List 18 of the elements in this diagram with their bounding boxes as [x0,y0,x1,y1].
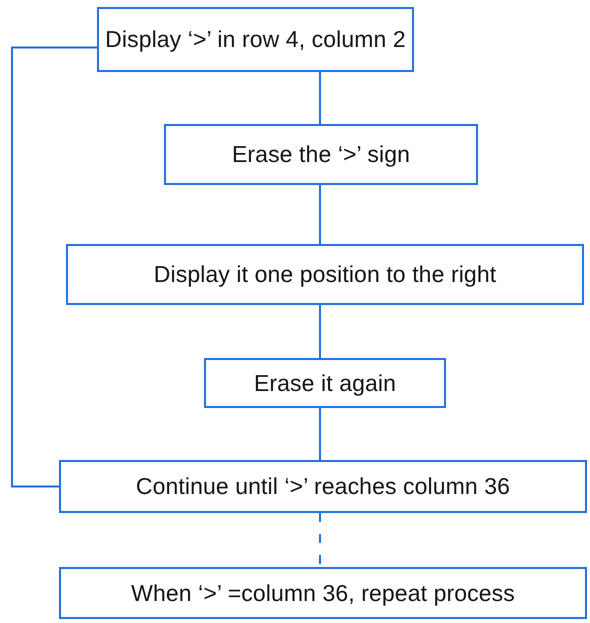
process-box [59,567,587,619]
process-box [66,244,584,305]
connector-line [319,408,321,460]
process-box [59,460,587,513]
process-box [164,124,478,185]
connector-line [319,513,321,567]
connector-line [319,72,321,124]
step-text: Display ‘>’ in row 4, column 2 [105,26,406,53]
connector-line [319,305,321,358]
process-box [97,7,414,72]
step-text: Display it one position to the right [154,261,496,288]
step-text: Erase it again [254,370,396,396]
step-text: Erase the ‘>’ sign [232,141,410,168]
step-text: When ‘>’ =column 36, repeat process [131,580,515,606]
connector-line [11,46,97,488]
step-text: Continue until ‘>’ reaches column 36 [136,473,510,500]
connector-line [319,185,321,244]
process-box [204,358,446,408]
